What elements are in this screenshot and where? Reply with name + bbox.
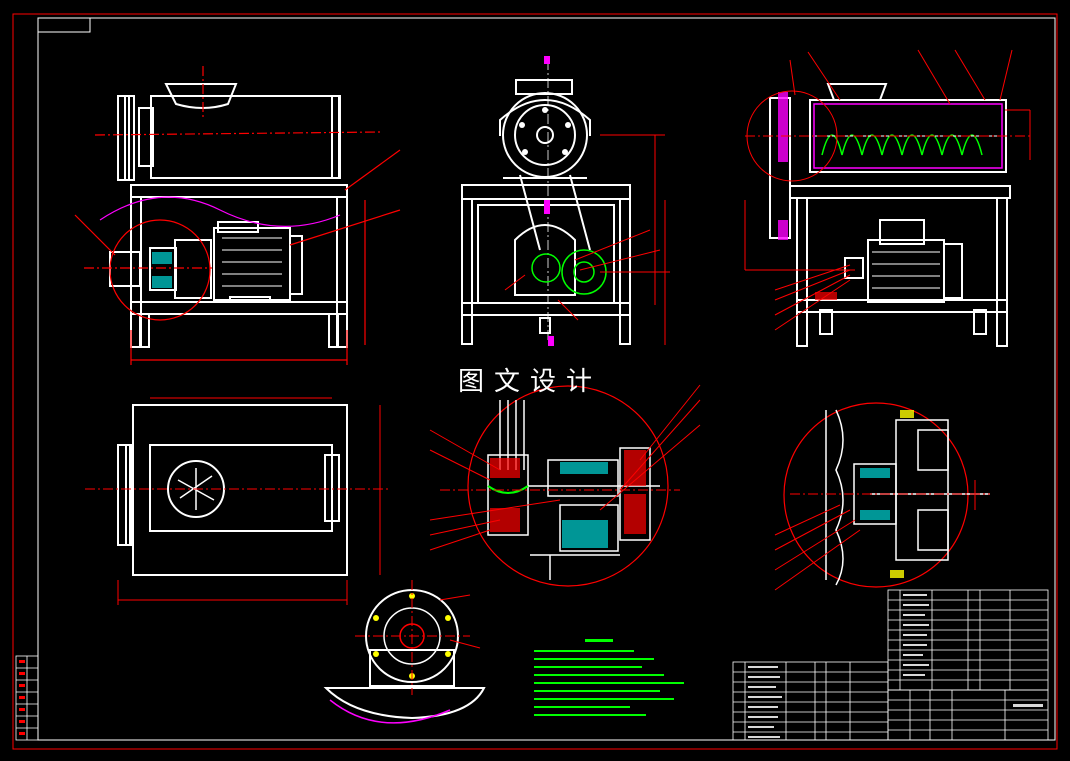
- front-view-hatch: [152, 252, 172, 288]
- parts-list-entries: [748, 594, 1043, 738]
- side-view-markers: [544, 56, 554, 346]
- parts-list-upper: [887, 589, 1049, 691]
- flange-view: [323, 580, 486, 724]
- technical-notes: [534, 639, 684, 716]
- left-margin-table: [15, 655, 39, 741]
- detail-view-1: [429, 384, 701, 587]
- section-view: [769, 83, 1011, 347]
- section-view-base-plate: [815, 292, 837, 300]
- top-view-dimensions: [85, 397, 390, 605]
- front-view-curve: [99, 196, 341, 227]
- section-view-hatch: [778, 92, 788, 240]
- sheet-border: [12, 13, 1058, 750]
- detail-view-2: [774, 402, 990, 591]
- top-view: [117, 404, 348, 576]
- section-view-callouts: [744, 49, 1031, 331]
- title-block: [887, 689, 1049, 741]
- section-view-screw: [815, 134, 1000, 156]
- side-view-dimensions: [504, 134, 670, 345]
- watermark-text: 图文设计: [458, 367, 603, 397]
- left-margin-marks: [19, 660, 25, 735]
- front-view: [109, 83, 348, 348]
- parts-list-lower: [732, 661, 889, 741]
- front-view-detail-circle: [74, 66, 401, 365]
- side-view-bolts: [519, 107, 571, 155]
- side-view-pulleys: [531, 249, 607, 295]
